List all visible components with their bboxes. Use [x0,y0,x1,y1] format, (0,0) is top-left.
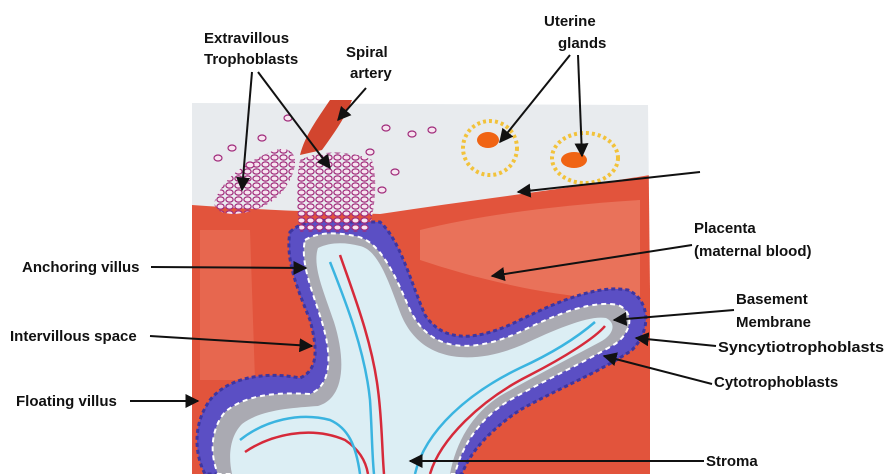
label-spiral-1: Spiral [346,44,388,61]
gland-right-lumen [561,152,587,168]
label-intervillous-space: Intervillous space [10,328,137,345]
label-extravillous-1: Extravillous [204,30,289,47]
label-stroma: Stroma [706,453,758,470]
label-basement-2: Membrane [736,314,811,331]
label-uterine-1: Uterine [544,13,596,30]
placenta-wash-left [200,230,255,380]
label-basement-1: Basement [736,291,808,308]
label-extravillous-2: Trophoblasts [204,51,298,68]
label-floating-villus: Floating villus [16,393,117,410]
label-uterine-2: glands [558,35,606,52]
label-anchoring-villus: Anchoring villus [22,259,140,276]
label-cytotrophoblasts: Cytotrophoblasts [714,374,838,391]
label-placenta-1: Placenta [694,220,756,237]
gland-left-lumen [477,132,499,148]
label-syncytiotrophoblasts: Syncytiotrophoblasts [718,339,884,356]
label-placenta-2: (maternal blood) [694,243,812,260]
label-spiral-2: artery [350,65,392,82]
evt-cluster-center [297,153,375,233]
arrow-anchoring [151,267,306,268]
